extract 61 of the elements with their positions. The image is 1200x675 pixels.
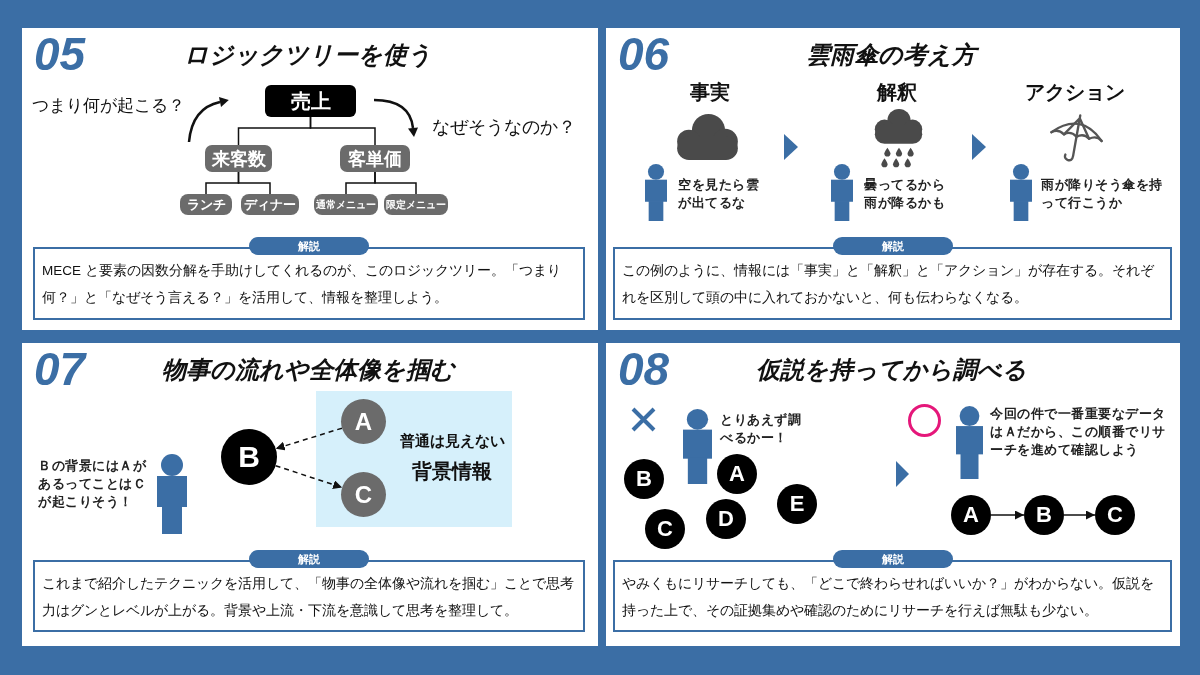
letter-circle: C xyxy=(1095,495,1135,535)
panel-title: 仮説を持ってから調べる xyxy=(755,355,1028,385)
panel-card xyxy=(22,343,598,646)
explanation-text: これまで紹介したテクニックを活用して、「物事の全体像や流れを掴む」ことで思考力はグンとレベルが上がる。背景や上流・下流を意識して思考を整理して。 xyxy=(42,575,575,620)
speech-text: 雨が降りそう傘を持って行こうか xyxy=(1041,176,1164,212)
letter-circle: B xyxy=(221,429,277,485)
explanation-text: MECE と要素の因数分解を手助けしてくれるのが、このロジックツリー。「つまり何？」と「なぜそう言える？」を活用して、情報を整理しよう。 xyxy=(42,262,562,307)
section-tab: 解説 xyxy=(832,237,953,255)
section-tab: 解説 xyxy=(832,550,953,568)
speech-text: 今回の件で一番重要なデータはＡだから、この順番でリサーチを進めて確認しよう xyxy=(990,405,1167,459)
panel-number: 05 xyxy=(34,31,86,77)
section-tab: 解説 xyxy=(249,237,369,255)
panel-card xyxy=(606,343,1180,646)
step-heading: 事実 xyxy=(690,80,730,104)
explanation-text: この例のように、情報には「事実」と「解釈」と「アクション」が存在する。それぞれを区別して頭の中に入れておかないと、何も伝わらなくなる。 xyxy=(622,262,1155,307)
letter-circle: D xyxy=(706,499,746,539)
chevron-arrow xyxy=(972,134,986,160)
letter-circle: A xyxy=(341,399,386,444)
tree-node: ディナー xyxy=(241,194,299,215)
letter-circle: E xyxy=(777,484,817,524)
area-heading: 背景情報 xyxy=(412,459,492,484)
letter-circle: A xyxy=(717,454,757,494)
panel-card xyxy=(606,28,1180,330)
letter-circle: B xyxy=(1024,495,1064,535)
step-heading: アクション xyxy=(1025,80,1125,104)
step-heading: 解釈 xyxy=(877,80,917,104)
area-caption: 普通は見えない xyxy=(399,431,505,451)
section-tab: 解説 xyxy=(249,550,369,568)
speech-text: 曇ってるから雨が降るかも xyxy=(864,176,946,212)
question-text: つまり何が起こる？ xyxy=(32,95,185,117)
letter-circle: C xyxy=(645,509,685,549)
arrow xyxy=(1063,510,1096,520)
tree-node: 来客数 xyxy=(205,145,272,172)
dashed-arrow xyxy=(275,427,343,451)
speech-text: とりあえず調べるかー！ xyxy=(720,411,802,447)
letter-circle: B xyxy=(624,459,664,499)
tree-node: 売上 xyxy=(265,85,356,117)
panel-number: 07 xyxy=(34,346,86,392)
panel-title: ロジックツリーを使う xyxy=(184,40,433,70)
tree-node: 客単価 xyxy=(340,145,410,172)
panel-title: 物事の流れや全体像を掴む xyxy=(161,355,457,385)
letter-circle: C xyxy=(341,472,386,517)
connector-line xyxy=(309,116,376,146)
arrow xyxy=(990,510,1025,520)
connector-line xyxy=(237,171,271,195)
tree-node: 通常メニュー xyxy=(314,194,378,215)
speech-text: 空を見たら雲が出てるな xyxy=(678,176,760,212)
chevron-arrow xyxy=(784,134,798,160)
tree-node: 限定メニュー xyxy=(384,194,448,215)
question-text: なぜそうなのか？ xyxy=(432,116,576,138)
background-area xyxy=(316,391,512,527)
connector-line xyxy=(374,171,417,195)
dashed-arrow xyxy=(274,464,343,489)
explanation-text: やみくもにリサーチしても、「どこで終わらせればいいか？」がわからない。仮説を持った上で、その証拠集めや確認のためにリサーチを行えば無駄も少ない。 xyxy=(622,575,1155,620)
panel-card xyxy=(22,28,598,330)
speech-text: Ｂの背景にはＡがあるってことはＣが起こりそう！ xyxy=(38,457,148,511)
panel-title: 雲雨傘の考え方 xyxy=(806,39,980,71)
panel-number: 06 xyxy=(618,31,670,77)
panel-number: 08 xyxy=(618,346,670,392)
letter-circle: A xyxy=(951,495,991,535)
tree-node: ランチ xyxy=(180,194,232,215)
